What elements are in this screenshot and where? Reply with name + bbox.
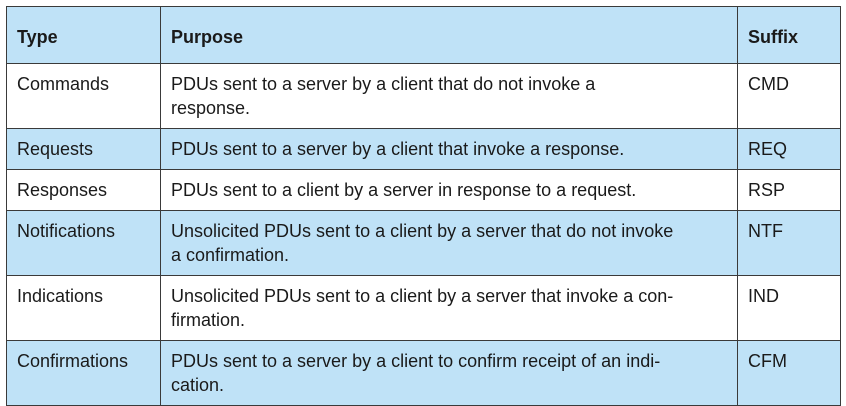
- pdu-types-table: Type Purpose Suffix Commands PDUs sent t…: [6, 6, 841, 406]
- table-row: Confirmations PDUs sent to a server by a…: [6, 340, 841, 406]
- type-cell: Indications: [6, 275, 161, 341]
- type-cell: Confirmations: [6, 340, 161, 406]
- purpose-cell: PDUs sent to a server by a client to con…: [160, 340, 738, 406]
- header-type: Type: [6, 6, 161, 64]
- suffix-cell: IND: [737, 275, 841, 341]
- type-cell: Responses: [6, 169, 161, 211]
- purpose-cell: Unsolicited PDUs sent to a client by a s…: [160, 275, 738, 341]
- type-cell: Requests: [6, 128, 161, 170]
- type-cell: Commands: [6, 63, 161, 129]
- header-row: Type Purpose Suffix: [6, 6, 841, 64]
- suffix-cell: CFM: [737, 340, 841, 406]
- purpose-cell: PDUs sent to a server by a client that i…: [160, 128, 738, 170]
- header-purpose: Purpose: [160, 6, 738, 64]
- purpose-cell: PDUs sent to a client by a server in res…: [160, 169, 738, 211]
- suffix-cell: CMD: [737, 63, 841, 129]
- table-row: Requests PDUs sent to a server by a clie…: [6, 128, 841, 170]
- purpose-cell: PDUs sent to a server by a client that d…: [160, 63, 738, 129]
- suffix-cell: NTF: [737, 210, 841, 276]
- suffix-cell: RSP: [737, 169, 841, 211]
- suffix-cell: REQ: [737, 128, 841, 170]
- table-row: Notifications Unsolicited PDUs sent to a…: [6, 210, 841, 276]
- table-row: Responses PDUs sent to a client by a ser…: [6, 169, 841, 211]
- table-row: Commands PDUs sent to a server by a clie…: [6, 63, 841, 129]
- purpose-cell: Unsolicited PDUs sent to a client by a s…: [160, 210, 738, 276]
- table-row: Indications Unsolicited PDUs sent to a c…: [6, 275, 841, 341]
- header-suffix: Suffix: [737, 6, 841, 64]
- type-cell: Notifications: [6, 210, 161, 276]
